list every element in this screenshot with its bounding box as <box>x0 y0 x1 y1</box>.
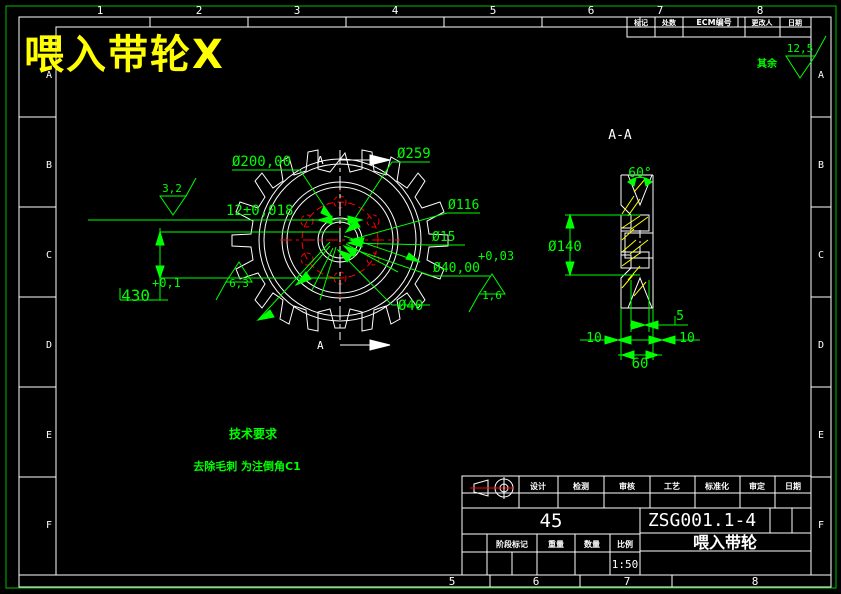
row-label-left: C <box>46 250 52 261</box>
section-view-dimension-texts: 60° Ø140 10 10 5 60 <box>548 166 695 372</box>
front-view-dimension-texts: Ø200,00 12±0,018 Ø259 Ø116 Ø15 Ø40,00 +0… <box>121 146 514 314</box>
row-label-left: D <box>46 340 52 351</box>
material-value: 45 <box>540 510 563 532</box>
col-label-top: 1 <box>97 4 104 17</box>
dim-groove-angle: 60° <box>628 166 651 181</box>
stage-header: 阶段标记 <box>496 539 528 549</box>
dim-bolt-circle: Ø116 <box>448 198 479 213</box>
col-label-top: 2 <box>196 4 203 17</box>
stage-header: 数量 <box>584 539 600 549</box>
roughness-symbol-3-2: 3,2 <box>159 177 197 216</box>
dim-tip-diameter: Ø259 <box>397 146 431 162</box>
dim-overall-length-tolerance: +0,1 <box>152 276 181 290</box>
dim-pitch-diameter: Ø200,00 <box>232 154 291 170</box>
role-header: 检测 <box>573 481 589 491</box>
revision-block-headers: 标记 处数 ECM编号 更改人 日期 <box>633 17 802 27</box>
row-label-left: A <box>46 70 52 81</box>
roughness-symbol-6-3: 6,3 <box>215 261 253 301</box>
section-view-label: A-A <box>608 128 632 143</box>
roughness-value-6-3: 6,3 <box>229 277 249 290</box>
general-roughness-value: 12,5 <box>787 42 814 55</box>
col-label-top: 8 <box>757 4 764 17</box>
border-row-ticks-left <box>19 116 56 478</box>
border-row-labels-right: A B C D E F <box>818 70 824 531</box>
border-column-ticks-top <box>149 17 739 27</box>
stage-header: 重量 <box>548 539 564 549</box>
revision-header: 更改人 <box>752 18 774 27</box>
row-label-left: F <box>46 520 52 531</box>
role-header: 审定 <box>749 481 765 491</box>
general-roughness-label: 其余 <box>757 57 778 70</box>
title-block-grid <box>461 475 812 576</box>
row-label-left: B <box>46 160 52 171</box>
row-label-left: E <box>46 430 52 441</box>
border-column-ticks-bottom <box>19 574 831 587</box>
dim-bore-toleranced: Ø40,00 <box>433 261 480 276</box>
role-header: 日期 <box>785 481 801 491</box>
scale-value: 1:50 <box>612 558 639 571</box>
role-header: 工艺 <box>664 481 680 491</box>
revision-header: 日期 <box>788 18 802 27</box>
section-cut-line <box>339 150 391 351</box>
title-block-role-headers: 设计 检测 审核 工艺 标准化 审定 日期 <box>530 481 801 491</box>
section-view-dimension-lines <box>565 176 700 360</box>
section-mark-a-bottom: A <box>317 339 324 352</box>
col-label-bottom: 8 <box>752 575 759 588</box>
col-label-top: 6 <box>588 4 595 17</box>
border-column-labels-bottom: 5 6 7 8 <box>449 575 759 588</box>
col-label-top: 7 <box>657 4 664 17</box>
col-label-bottom: 6 <box>533 575 540 588</box>
dim-right-offset: 10 <box>679 331 695 346</box>
roughness-symbol-1-6: 1,6 <box>468 273 506 313</box>
page-title: 喂入带轮X <box>24 32 225 78</box>
revision-header: ECM编号 <box>696 17 731 27</box>
technical-notes-line: 去除毛刺 为注倒角C1 <box>193 459 301 473</box>
col-label-bottom: 7 <box>624 575 631 588</box>
row-label-right: F <box>818 520 824 531</box>
border-row-labels-left: A B C D E F <box>46 70 52 531</box>
dim-bore: Ø40 <box>398 298 423 314</box>
roughness-value-1-6: 1,6 <box>482 289 502 302</box>
section-view-hatch <box>621 177 649 297</box>
row-label-right: C <box>818 250 824 261</box>
revision-header: 处数 <box>661 18 677 27</box>
col-label-bottom: 5 <box>449 575 456 588</box>
general-roughness-symbol: 其余 12,5 <box>757 35 827 79</box>
revision-block <box>626 16 812 38</box>
revision-header: 标记 <box>633 18 648 27</box>
roughness-value-3-2: 3,2 <box>162 182 182 195</box>
dim-groove-width: 5 <box>676 309 684 324</box>
row-label-right: B <box>818 160 824 171</box>
row-label-right: A <box>818 70 824 81</box>
front-view-dimension-lines <box>88 161 490 321</box>
row-label-right: D <box>818 340 824 351</box>
role-header: 设计 <box>530 481 546 491</box>
section-view-outline <box>620 174 654 309</box>
dim-total-width: 60 <box>632 356 649 372</box>
col-label-top: 3 <box>294 4 301 17</box>
row-label-right: E <box>818 430 824 441</box>
dim-hub-width: 12±0,018 <box>226 203 293 219</box>
dim-groove-diameter: Ø140 <box>548 239 582 255</box>
technical-notes-heading: 技术要求 <box>229 426 278 441</box>
border-column-labels-top: 1 2 3 4 5 6 7 8 <box>97 4 764 17</box>
section-mark-a-top: A <box>317 154 324 167</box>
dim-left-offset: 10 <box>586 331 602 346</box>
role-header: 审核 <box>619 481 635 491</box>
border-row-ticks-right <box>811 116 831 478</box>
col-label-top: 5 <box>490 4 497 17</box>
drawing-number: ZSG001.1-4 <box>648 510 756 531</box>
dim-bore-tolerance: +0,03 <box>478 249 514 263</box>
part-name: 喂入带轮 <box>693 533 757 552</box>
stage-header: 比例 <box>617 539 633 549</box>
dim-overall-length: 430 <box>121 286 150 305</box>
role-header: 标准化 <box>704 481 729 491</box>
first-angle-projection-icon <box>470 477 514 499</box>
title-block-stage-headers: 阶段标记 重量 数量 比例 <box>496 539 633 549</box>
col-label-top: 4 <box>392 4 399 17</box>
dim-bolt-hole: Ø15 <box>432 230 455 245</box>
